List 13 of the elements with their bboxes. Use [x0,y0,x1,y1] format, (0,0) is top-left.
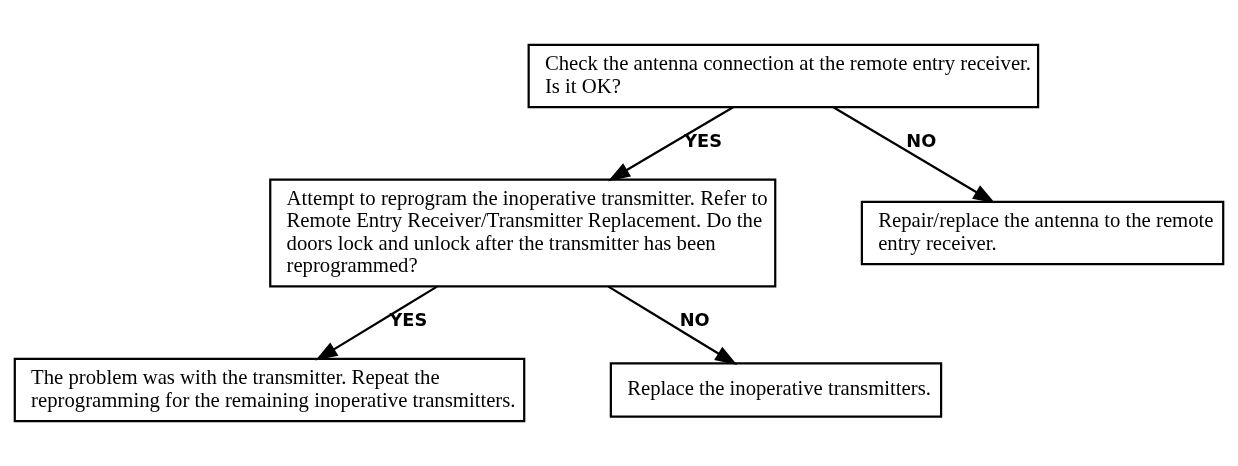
node-box: Attempt to reprogram the inoperative transmitter. Refer to Remote Entry Receiver/Transmitter Replacement. Do the doors lock and unlock after the transmitter has been reprogrammed? [269,178,777,288]
edge-label: YES [684,130,722,151]
node-box: Check the antenna connection at the remote entry receiver. Is it OK? [527,43,1040,109]
node-box: Replace the inoperative transmitters. [609,362,943,418]
node-box: Repair/replace the antenna to the remote entry receiver. [860,200,1225,266]
edge-label: YES [389,309,428,330]
arrow [315,285,438,361]
arrow [832,106,996,204]
edge-label: NO [679,309,710,330]
edge-label: NO [906,130,937,151]
node-box: The problem was with the transmitter. Repeat the reprogramming for the remaining inoperative transmitters. [13,357,526,423]
arrow [607,285,738,365]
arrow [607,106,734,182]
